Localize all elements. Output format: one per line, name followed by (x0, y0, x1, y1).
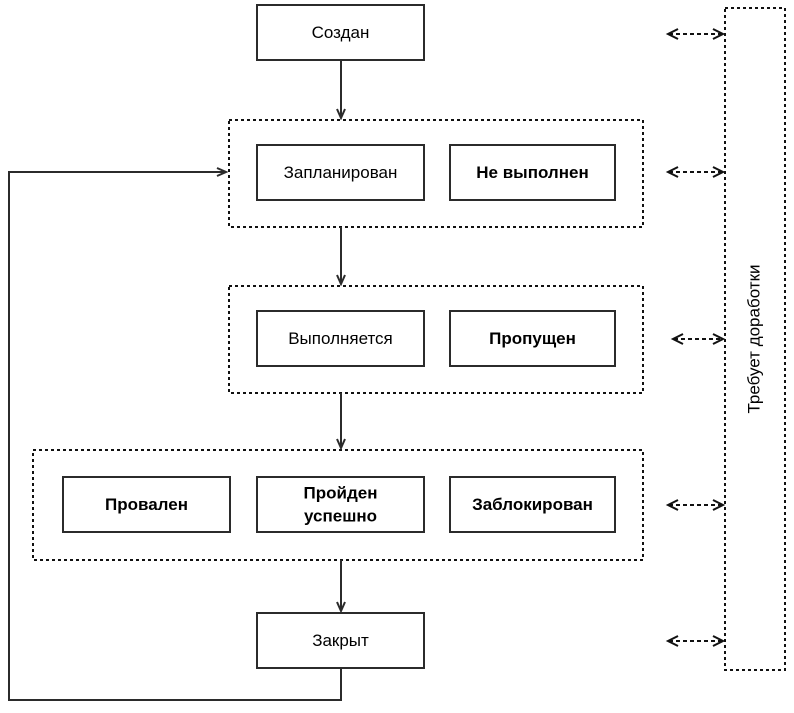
rework-panel-label: Требует доработки (744, 264, 763, 413)
state-box-created[interactable] (256, 4, 425, 61)
state-node-failed[interactable]: Провален (62, 476, 231, 533)
state-label-failed: Провален (105, 495, 188, 514)
state-box-failed[interactable] (62, 476, 231, 533)
state-box-planned[interactable] (256, 144, 425, 201)
group-frame-in-progress (228, 285, 644, 394)
state-box-not-done[interactable] (449, 144, 616, 201)
state-node-created[interactable]: Создан (256, 4, 425, 61)
state-label-planned: Запланирован (284, 163, 398, 182)
state-node-planned[interactable]: Запланирован (256, 144, 425, 201)
state-box-closed[interactable] (256, 612, 425, 669)
state-node-not-done[interactable]: Не выполнен (449, 144, 616, 201)
state-label-skipped: Пропущен (489, 329, 576, 348)
state-label-created: Создан (312, 23, 370, 42)
connector-closed-to-planned-return (8, 172, 342, 701)
state-node-closed[interactable]: Закрыт (256, 612, 425, 669)
state-label-closed: Закрыт (312, 631, 369, 650)
state-box-blocked[interactable] (449, 476, 616, 533)
state-box-passed[interactable] (256, 476, 425, 533)
state-box-skipped[interactable] (449, 310, 616, 367)
state-node-passed[interactable]: Пройден успешно (256, 476, 425, 533)
state-label-passed-line1: Пройден (304, 483, 378, 502)
state-node-skipped[interactable]: Пропущен (449, 310, 616, 367)
state-label-blocked: Заблокирован (472, 495, 593, 514)
state-label-passed-line2: успешно (304, 506, 377, 525)
state-node-blocked[interactable]: Заблокирован (449, 476, 616, 533)
group-frame-planned (228, 119, 644, 228)
state-node-in-progress[interactable]: Выполняется (256, 310, 425, 367)
state-box-in-progress[interactable] (256, 310, 425, 367)
state-label-not-done: Не выполнен (476, 163, 588, 182)
state-label-in-progress: Выполняется (288, 329, 393, 348)
